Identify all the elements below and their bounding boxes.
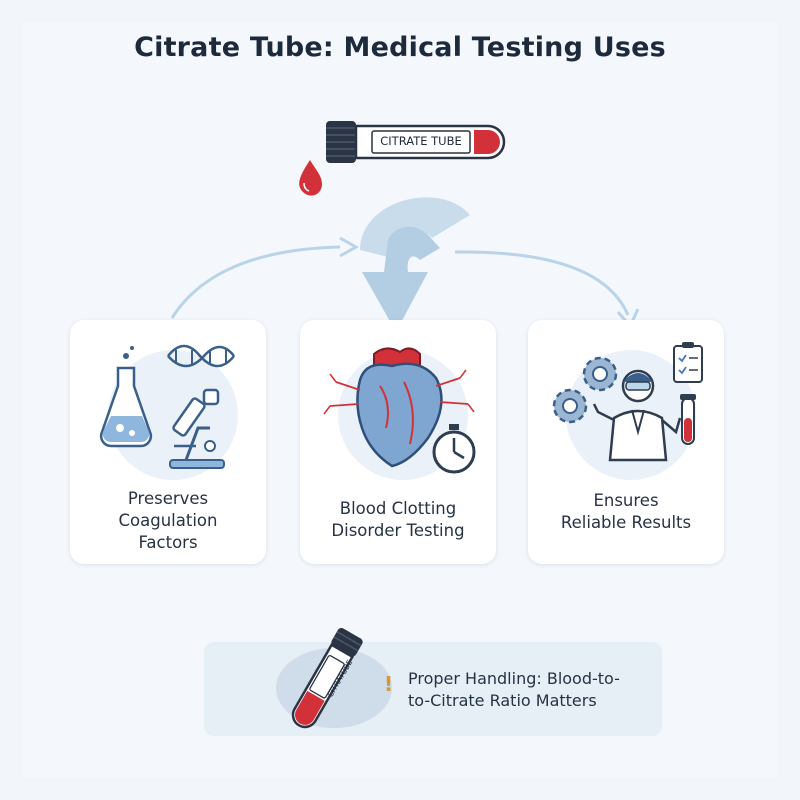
card-label: Preserves Coagulation Factors bbox=[70, 488, 266, 554]
microscope-icon bbox=[169, 388, 225, 469]
blood-drop-icon bbox=[299, 160, 322, 196]
card-blood-clotting: Blood Clotting Disorder Testing bbox=[300, 320, 496, 564]
note-line: to-Citrate Ratio Matters bbox=[408, 691, 597, 710]
central-down-arrow bbox=[362, 226, 440, 332]
curve-arrow-left bbox=[170, 245, 341, 319]
page-title: Citrate Tube: Medical Testing Uses bbox=[134, 32, 666, 63]
card-label-line: Ensures bbox=[593, 491, 659, 510]
test-tube-icon bbox=[680, 394, 696, 445]
card-label-line: Disorder Testing bbox=[331, 521, 465, 540]
card-label: Ensures Reliable Results bbox=[528, 490, 724, 534]
scientist-icon bbox=[592, 369, 682, 462]
curve-arrow-left-head bbox=[339, 236, 360, 258]
warning-icon: ! bbox=[384, 672, 394, 696]
handling-note: CITRATUBE ! Proper Handling: Blood-to- t… bbox=[204, 627, 662, 736]
flask-icon bbox=[99, 346, 153, 448]
clipboard-icon bbox=[673, 342, 703, 383]
gear-icon bbox=[552, 356, 618, 424]
dna-icon bbox=[167, 344, 235, 368]
note-line: Proper Handling: Blood-to- bbox=[408, 669, 620, 688]
heart-icon bbox=[323, 347, 475, 468]
card-label: Blood Clotting Disorder Testing bbox=[300, 498, 496, 542]
note-text: Proper Handling: Blood-to- to-Citrate Ra… bbox=[408, 668, 620, 712]
top-tube-label: CITRATE TUBE bbox=[380, 134, 462, 148]
note-tube-icon bbox=[291, 627, 363, 729]
card-label-line: Coagulation bbox=[118, 511, 218, 530]
citrate-tube-top bbox=[326, 121, 506, 163]
card-label-line: Factors bbox=[138, 533, 198, 552]
card-label-line: Preserves bbox=[127, 489, 209, 508]
stopwatch-icon bbox=[432, 424, 476, 474]
card-reliable-results: Ensures Reliable Results bbox=[528, 320, 724, 564]
card-preserves-coagulation: Preserves Coagulation Factors bbox=[70, 320, 266, 564]
curve-arrow-right bbox=[454, 250, 630, 316]
card-label-line: Reliable Results bbox=[560, 513, 692, 532]
card-label-line: Blood Clotting bbox=[339, 499, 457, 518]
